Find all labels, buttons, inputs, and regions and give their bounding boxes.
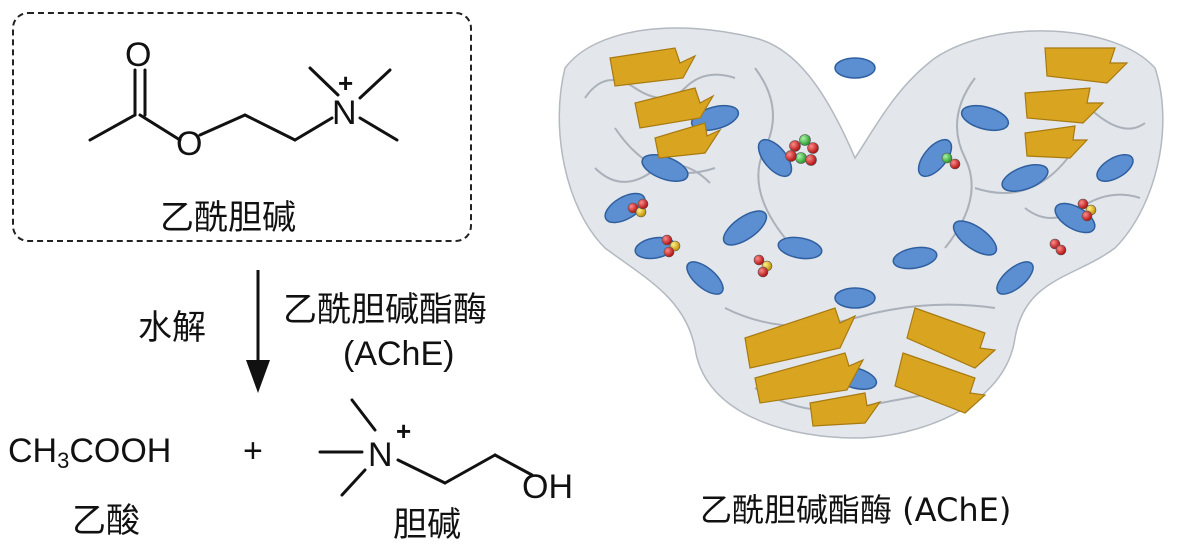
beta-sheets: [609, 47, 1129, 427]
reaction-arrow: [246, 270, 270, 393]
plus-sign: +: [243, 432, 263, 470]
atom-n: N: [332, 94, 357, 132]
acetic-acid-formula: CH3COOH: [8, 432, 171, 474]
atom-o-ester: O: [176, 125, 202, 163]
choline-structure: N + OH: [318, 398, 573, 506]
formula-subscript: 3: [57, 448, 70, 473]
bond-ch2-ch2: [243, 113, 297, 142]
formula-ch: CH: [8, 432, 58, 470]
acetylcholine-box: [12, 12, 472, 242]
ligand-spheres: [627, 134, 1097, 278]
bond-oester-ch2: [198, 113, 247, 137]
bond-ch2-n: [293, 116, 334, 142]
acetylcholine-structure: O O N +: [88, 36, 399, 163]
acetylcholine-name: 乙酰胆碱: [160, 198, 296, 238]
hydrolysis-label: 水解: [138, 308, 206, 348]
atom-n: N: [368, 436, 393, 474]
acetic-acid-name: 乙酸: [72, 501, 140, 541]
choline-name: 胆碱: [393, 505, 461, 545]
atom-o-carbonyl: O: [125, 36, 151, 74]
bond-n-me-right-down: [358, 116, 399, 142]
charge-plus: +: [396, 416, 411, 446]
formula-cooh: COOH: [69, 432, 172, 470]
bond-n-me-right-up: [358, 68, 392, 100]
bond-ch2-ch2: [443, 453, 497, 485]
atom-oh: OH: [522, 468, 573, 506]
bond-n-ch2: [396, 458, 447, 485]
bond-n-me-up: [308, 66, 340, 97]
enzyme-name-label: 乙酰胆碱酯酶: [283, 290, 487, 330]
protein-caption: 乙酰胆碱酯酶 (AChE): [700, 491, 1012, 529]
charge-plus: +: [338, 68, 353, 98]
bond-c-oester: [138, 113, 182, 142]
bond-ch2-oh: [493, 453, 534, 477]
bond-methyl: [88, 113, 137, 142]
helices: [604, 57, 1134, 390]
enzyme-abbr-label: (AChE): [343, 335, 455, 373]
bond-n-me-up: [350, 398, 377, 432]
bond-n-me-down: [340, 468, 367, 497]
ache-protein-illustration: [558, 27, 1164, 439]
